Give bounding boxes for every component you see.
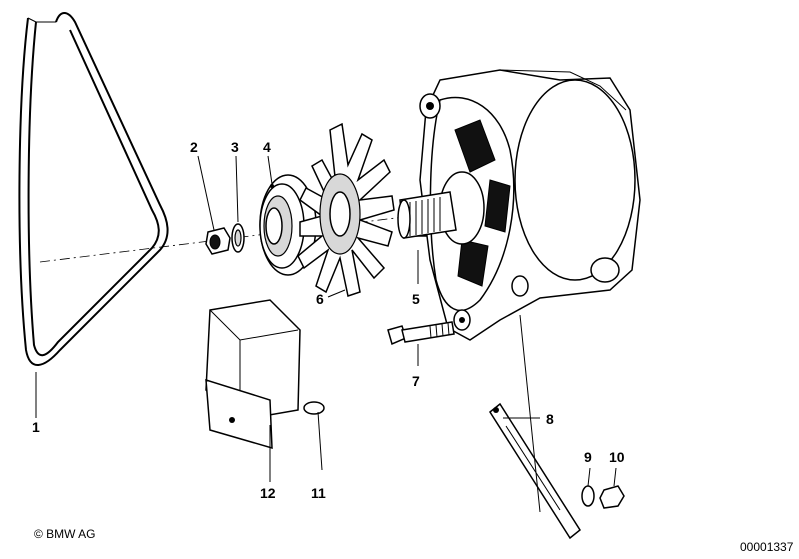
callout-7: 7 <box>412 373 420 389</box>
callout-9: 9 <box>584 449 592 465</box>
v-belt-part <box>18 12 169 418</box>
callout-3: 3 <box>231 139 239 155</box>
spring-washer-part <box>231 155 245 253</box>
callout-8: 8 <box>546 411 554 427</box>
woodruff-key-part <box>410 230 430 284</box>
callout-12: 12 <box>260 485 276 501</box>
bracket-nut-part <box>599 467 625 509</box>
callout-4: 4 <box>263 139 271 155</box>
shaft-axis-line <box>39 214 421 263</box>
fan-impeller-part <box>297 122 395 298</box>
document-number: 00001337 <box>740 540 794 554</box>
bracket-washer-part <box>581 467 595 507</box>
callout-5: 5 <box>412 291 420 307</box>
copyright-text: © BMW AG <box>34 527 96 541</box>
shaft-nut-part <box>197 155 231 255</box>
callout-11: 11 <box>311 485 326 501</box>
callout-6: 6 <box>316 291 324 307</box>
callout-2: 2 <box>190 139 198 155</box>
voltage-regulator-part <box>205 299 301 482</box>
alternator-body-part <box>397 69 641 341</box>
callout-10: 10 <box>609 449 625 465</box>
tension-bracket-part <box>489 314 581 540</box>
mounting-bolt-part <box>387 321 455 366</box>
callout-1: 1 <box>32 419 40 435</box>
regulator-screw-part <box>303 401 325 471</box>
